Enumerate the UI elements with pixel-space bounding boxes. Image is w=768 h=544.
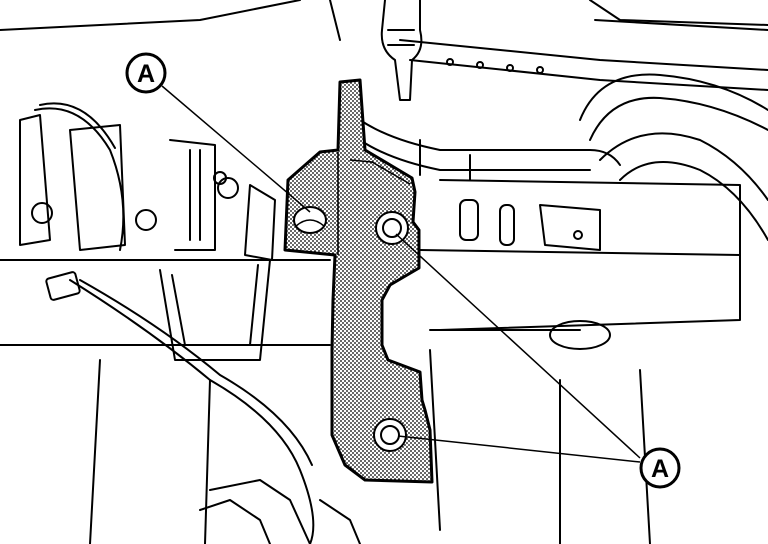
leader-lines <box>161 85 641 463</box>
cross-member <box>0 249 741 261</box>
small-connector <box>45 271 81 301</box>
bottom-connector <box>209 479 311 544</box>
callout-a-bottom-label: A <box>651 455 669 483</box>
harness-connector-top <box>380 0 423 101</box>
bolt-upper-right <box>375 211 409 245</box>
upper-rail <box>399 39 768 71</box>
bracket-part <box>283 78 434 484</box>
callout-a-top-label: A <box>137 60 155 88</box>
wiring-harness-right <box>579 73 768 121</box>
wire-loop <box>34 107 125 251</box>
u-clamp <box>159 259 271 361</box>
harness-mid <box>359 119 621 166</box>
callout-a-bottom: A <box>639 447 681 489</box>
slot <box>459 199 479 241</box>
bolt-upper-left <box>293 206 327 234</box>
rail-holes <box>446 58 544 74</box>
bolt-lower <box>373 418 407 452</box>
callout-a-top: A <box>125 52 167 94</box>
wire-lower <box>69 279 315 544</box>
left-bracket <box>19 114 51 246</box>
bolts-left <box>31 171 239 231</box>
